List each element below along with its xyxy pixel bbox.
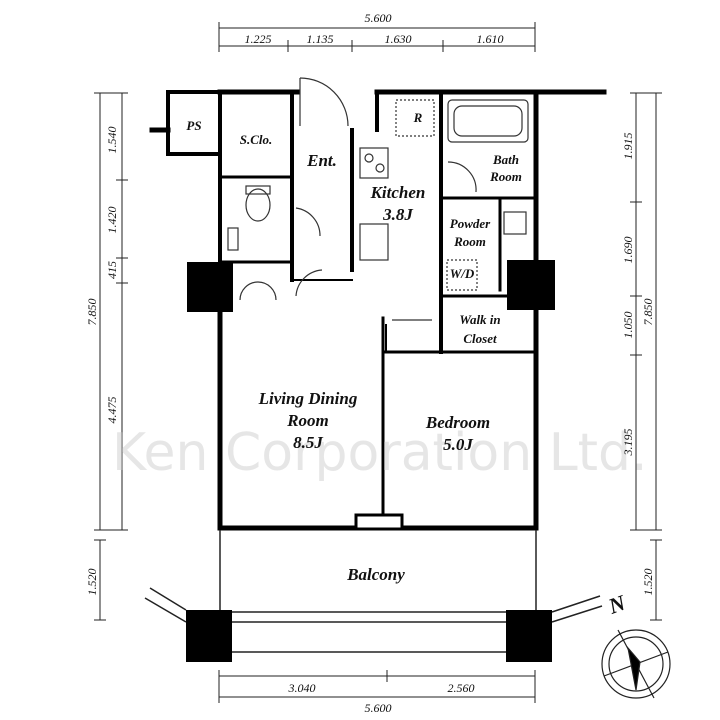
room-label-bath-1: Bath <box>492 152 519 167</box>
dim-right-seg-2: 1.690 <box>621 237 635 264</box>
room-label-ps: PS <box>186 118 201 133</box>
room-label-kitchen: Kitchen <box>370 183 426 202</box>
dim-top-total: 5.600 <box>365 11 392 25</box>
dim-right-balcony: 1.520 <box>641 569 655 596</box>
structural-columns <box>186 260 555 662</box>
fixtures <box>227 99 529 321</box>
balcony-outline <box>144 530 603 653</box>
dim-top-seg-3: 1.630 <box>385 32 412 46</box>
dim-top-seg-4: 1.610 <box>477 32 504 46</box>
door-swings <box>239 77 477 301</box>
dim-left-balcony: 1.520 <box>85 569 99 596</box>
room-size-kitchen: 3.8J <box>382 205 413 224</box>
room-label-powder-1: Powder <box>450 216 491 231</box>
dim-right-seg-4: 3.195 <box>621 429 635 457</box>
room-label-bath-2: Room <box>489 169 522 184</box>
compass <box>601 629 671 699</box>
dim-top-seg-1: 1.225 <box>245 32 272 46</box>
watermark: Ken Corporation Ltd. <box>112 423 648 483</box>
room-label-powder-2: Room <box>453 234 486 249</box>
dim-left-seg-1: 1.540 <box>105 127 119 154</box>
dimension-lines <box>94 22 662 703</box>
refrigerator-label: R <box>413 110 423 125</box>
dim-bottom-total: 5.600 <box>365 701 392 715</box>
room-label-balcony: Balcony <box>346 565 405 584</box>
dim-left-total: 7.850 <box>85 299 99 326</box>
room-label-storage-closet: S.Clo. <box>240 132 273 147</box>
room-label-bedroom: Bedroom <box>425 413 490 432</box>
dim-bottom-seg-1: 3.040 <box>288 681 316 695</box>
dim-right-total: 7.850 <box>641 299 655 326</box>
dim-left-seg-3: 415 <box>105 261 119 279</box>
room-label-living-2: Room <box>286 411 329 430</box>
dim-left-seg-2: 1.420 <box>105 207 119 234</box>
washer-dryer-label: W/D <box>450 266 475 281</box>
room-label-walkin-2: Closet <box>463 331 497 346</box>
dim-right-seg-1: 1.915 <box>621 133 635 160</box>
walls <box>149 89 607 531</box>
dim-left-seg-4: 4.475 <box>105 397 119 424</box>
room-label-entrance: Ent. <box>306 151 337 170</box>
room-size-bedroom: 5.0J <box>443 435 473 454</box>
dim-top-seg-2: 1.135 <box>307 32 334 46</box>
room-size-living: 8.5J <box>293 433 323 452</box>
room-label-living-1: Living Dining <box>258 389 358 408</box>
compass-north-label: N <box>604 589 629 619</box>
room-label-walkin-1: Walk in <box>459 312 500 327</box>
dim-bottom-seg-2: 2.560 <box>448 681 475 695</box>
dim-right-seg-3: 1.050 <box>621 312 635 339</box>
